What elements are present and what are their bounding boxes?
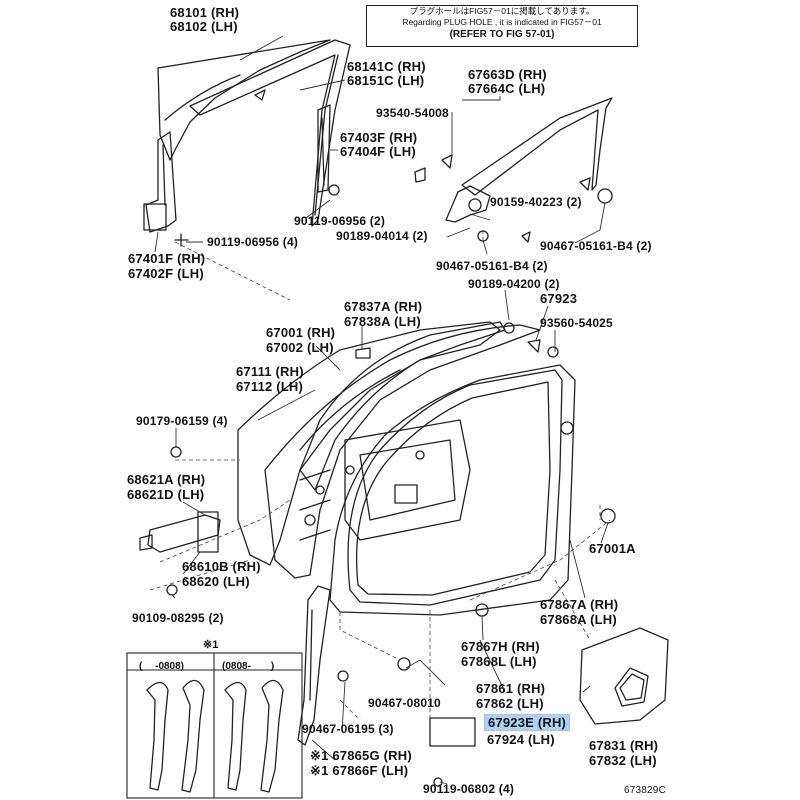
part-label-67112[interactable]: 67112 (LH): [236, 379, 304, 394]
part-label-90467-06195[interactable]: 90467-06195 (3): [302, 722, 394, 736]
part-label-67867h[interactable]: 67867H (RH): [461, 639, 540, 654]
part-label-67838a[interactable]: 67838A (LH): [344, 314, 421, 329]
part-label-67866f[interactable]: ※1 67866F (LH): [310, 763, 409, 778]
door-check: [147, 514, 221, 553]
part-label-67923e[interactable]: 67923E (RH): [484, 714, 571, 731]
bracket-part: [429, 717, 476, 747]
part-label-67663d[interactable]: 67663D (RH): [468, 67, 547, 82]
part-label-68151c[interactable]: 68151C (LH): [347, 73, 425, 88]
part-label-90467-05161-center[interactable]: 90467-05161-B4 (2): [436, 259, 548, 273]
part-label-68610b[interactable]: 68610B (RH): [182, 559, 261, 574]
part-label-67002[interactable]: 67002 (LH): [266, 340, 334, 355]
note-line-japanese: プラグホールはFIG57－01に掲載してあります。: [409, 6, 595, 16]
part-label-67868a[interactable]: 67868A (LH): [540, 612, 617, 627]
part-label-93560[interactable]: 93560-54025: [540, 316, 613, 330]
note-line-reference: (REFER TO FIG 57-01): [449, 29, 555, 40]
part-label-90467-08010[interactable]: 90467-08010: [368, 696, 441, 710]
part-label-67924[interactable]: 67924 (LH): [487, 732, 555, 747]
door-weatherstrip: [347, 369, 563, 606]
glass-run-channel: [189, 39, 351, 227]
part-label-68141c[interactable]: 68141C (RH): [347, 59, 426, 74]
part-label-67862[interactable]: 67862 (LH): [476, 696, 544, 711]
belt-molding: [461, 97, 613, 196]
part-label-67402f[interactable]: 67402F (LH): [128, 266, 204, 281]
part-label-90189-04014[interactable]: 90189-04014 (2): [336, 229, 428, 243]
part-label-67404f[interactable]: 67404F (LH): [340, 144, 416, 159]
part-label-68621d[interactable]: 68621D (LH): [127, 487, 205, 502]
opening-trim: [329, 364, 576, 616]
part-label-67861[interactable]: 67861 (RH): [476, 681, 546, 696]
part-label-67831[interactable]: 67831 (RH): [589, 738, 659, 753]
door-inner-frame: [264, 324, 541, 579]
part-label-68102[interactable]: 68102 (LH): [170, 19, 238, 34]
part-label-67865g[interactable]: ※1 67865G (RH): [310, 748, 412, 763]
reference-note-box: プラグホールはFIG57－01に掲載してあります。 Regarding PLUG…: [366, 5, 638, 47]
door-panel-outer: [237, 321, 501, 566]
door-glass-shape: [157, 39, 331, 161]
window-regulator-rail: [145, 131, 177, 233]
part-label-90159[interactable]: 90159-40223 (2): [490, 195, 582, 209]
part-label-90119-06802[interactable]: 90119-06802 (4): [423, 782, 515, 796]
inset-col1-header: ( -0808): [139, 661, 185, 672]
inset-marker: ※1: [203, 639, 219, 651]
part-label-93540[interactable]: 93540-54008: [376, 106, 449, 120]
part-label-67403f[interactable]: 67403F (RH): [340, 130, 418, 145]
service-hole-cover: [579, 627, 669, 725]
part-label-90467-05161-right[interactable]: 90467-05161-B4 (2): [540, 239, 652, 253]
part-label-90119-06956-4[interactable]: 90119-06956 (4): [207, 235, 299, 249]
part-label-67664c[interactable]: 67664C (LH): [468, 81, 546, 96]
figure-id: 673829C: [624, 785, 666, 796]
part-label-67001a[interactable]: 67001A: [589, 541, 636, 556]
part-label-67867a[interactable]: 67867A (RH): [540, 597, 619, 612]
part-label-67868l[interactable]: 67868L (LH): [461, 654, 537, 669]
part-label-90109[interactable]: 90109-08295 (2): [132, 611, 224, 625]
part-label-90189-04200[interactable]: 90189-04200 (2): [468, 277, 560, 291]
part-label-67001[interactable]: 67001 (RH): [266, 325, 336, 340]
part-label-67832[interactable]: 67832 (LH): [589, 753, 657, 768]
note-line-english: Regarding PLUG HOLE , it is indicated in…: [402, 17, 602, 27]
part-label-90179[interactable]: 90179-06159 (4): [136, 414, 228, 428]
part-label-67923[interactable]: 67923: [540, 291, 578, 306]
part-label-67111[interactable]: 67111 (RH): [236, 364, 304, 379]
part-label-90119-06956-2[interactable]: 90119-06956 (2): [294, 214, 386, 228]
part-label-68620[interactable]: 68620 (LH): [182, 574, 250, 589]
rear-rail: [317, 104, 331, 193]
part-label-68621a[interactable]: 68621A (RH): [127, 472, 206, 487]
part-label-67837a[interactable]: 67837A (RH): [344, 299, 423, 314]
inset-col2-header: (0808- ): [222, 661, 275, 672]
part-label-68101[interactable]: 68101 (RH): [170, 5, 240, 20]
highlighted-part-number[interactable]: 67923E (RH): [484, 714, 571, 731]
part-label-67401f[interactable]: 67401F (RH): [128, 251, 206, 266]
